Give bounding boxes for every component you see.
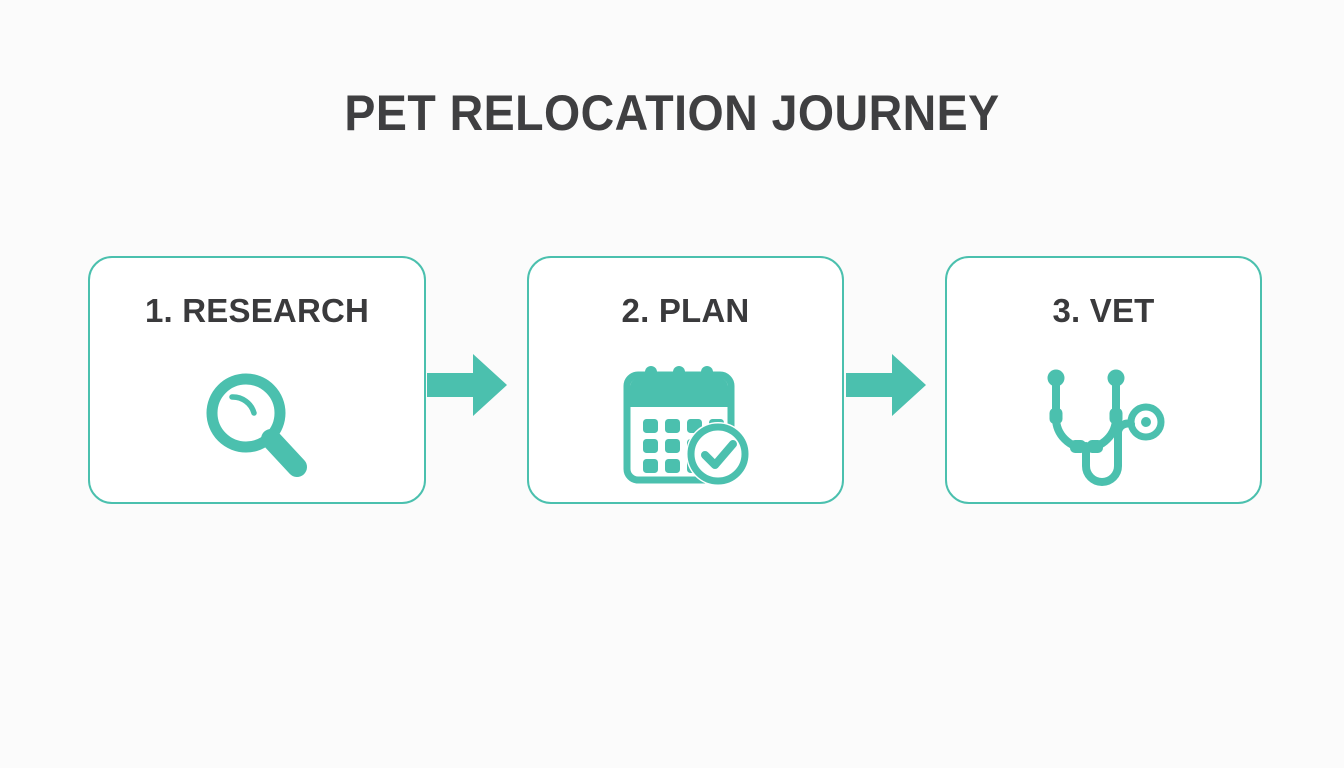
right-arrow-icon [427,354,507,416]
step-card-research-label: 1. RESEARCH [144,292,370,329]
right-arrow-icon [846,354,926,416]
page-title: PET RELOCATION JOURNEY [344,85,1000,141]
step-card-research-icon-wrap [90,358,424,498]
step-card-vet[interactable]: 3. VET [945,256,1262,504]
step-card-research[interactable]: 1. RESEARCH [88,256,426,504]
step-card-plan-label: 2. PLAN [621,292,750,329]
step-card-vet-label: 3. VET [1052,292,1155,329]
stethoscope-icon [1047,369,1164,486]
step-card-vet-icon-wrap [947,358,1260,498]
magnifying-glass-icon [206,373,307,477]
arrow-step2-to-step3 [846,351,928,419]
arrow-step1-to-step2 [427,351,509,419]
calendar-check-icon [623,366,750,486]
step-card-plan[interactable]: 2. PLAN [527,256,844,504]
step-card-plan-icon-wrap [529,358,842,498]
